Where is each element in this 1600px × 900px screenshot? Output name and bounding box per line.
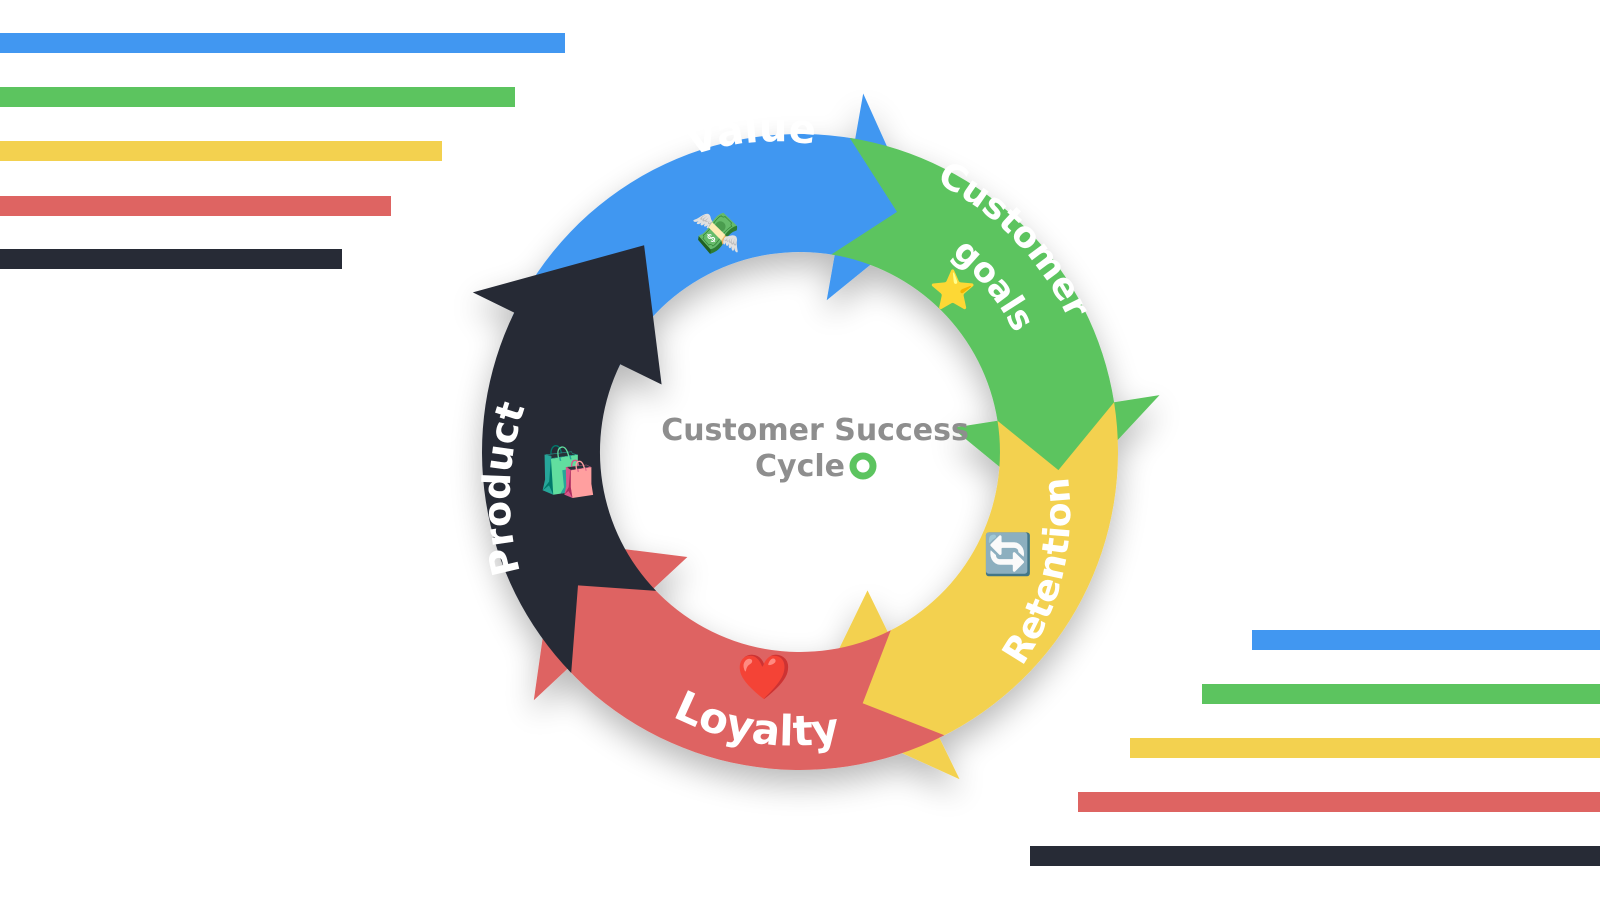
decor-bar-green-right bbox=[1202, 684, 1600, 704]
decor-bar-dark bbox=[0, 249, 342, 269]
center-title-line1: Customer Success bbox=[661, 413, 969, 448]
segment-loyalty bbox=[533, 540, 945, 771]
segment-retention bbox=[809, 402, 1119, 780]
decor-bar-blue bbox=[0, 33, 565, 53]
center-title: Customer Success Cycle bbox=[661, 413, 969, 484]
repeat-icon: 🔄 bbox=[983, 531, 1033, 578]
cycle-ring bbox=[472, 93, 1160, 780]
decor-bar-yellow bbox=[0, 141, 442, 161]
money-with-wings-icon: 💸 bbox=[691, 211, 741, 257]
segment-product bbox=[472, 245, 662, 673]
decor-bar-dark-right bbox=[1030, 846, 1600, 866]
decor-bar-red-right bbox=[1078, 792, 1600, 812]
center-title-line2: Cycle bbox=[755, 449, 845, 484]
segment-customer-goals bbox=[831, 137, 1160, 511]
decor-bar-blue-right bbox=[1252, 630, 1600, 650]
cycle-ring-icon bbox=[849, 452, 877, 480]
decor-bar-green bbox=[0, 87, 515, 107]
decor-bar-red bbox=[0, 196, 391, 216]
star-icon: ⭐ bbox=[929, 268, 976, 312]
decor-bar-yellow-right bbox=[1130, 738, 1600, 758]
heart-icon: ❤️ bbox=[737, 652, 792, 703]
shopping-bags-icon: 🛍️ bbox=[538, 444, 598, 500]
